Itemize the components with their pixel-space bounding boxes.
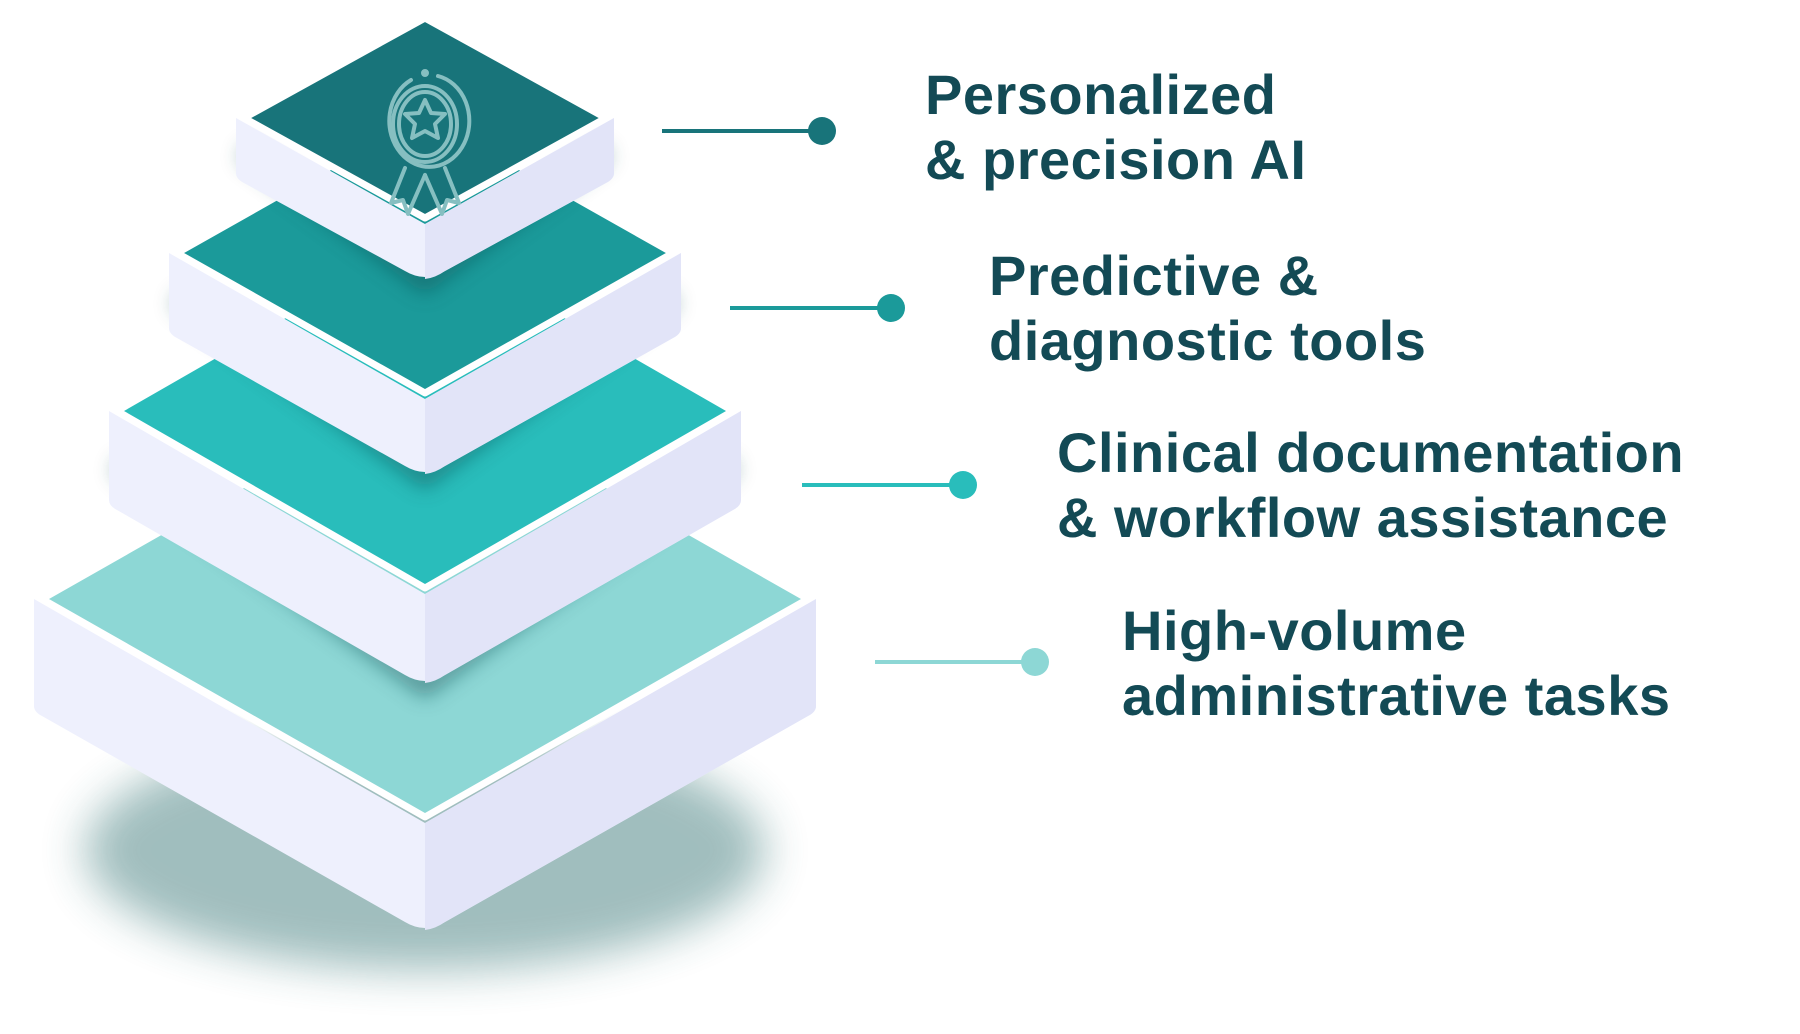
level-label-predictive: Predictive & diagnostic tools <box>989 243 1426 373</box>
label-line: Personalized <box>925 63 1277 126</box>
tier-side-right <box>425 411 741 683</box>
level-label-administrative: High-volume administrative tasks <box>1122 598 1670 728</box>
connector-dot <box>1021 648 1049 676</box>
label-line: & workflow assistance <box>1057 486 1669 549</box>
label-line: & precision AI <box>925 128 1307 191</box>
tier-top-face <box>240 14 610 222</box>
level-label-clinical: Clinical documentation & workflow assist… <box>1057 420 1684 550</box>
tier-side-right <box>425 599 816 930</box>
tier-side-right <box>425 118 614 279</box>
label-line: High-volume <box>1122 599 1467 662</box>
label-line: Clinical documentation <box>1057 421 1685 484</box>
award-ribbon-icon <box>387 69 472 216</box>
label-line: diagnostic tools <box>989 309 1427 372</box>
connector-dot <box>808 117 836 145</box>
connector-dot <box>877 294 905 322</box>
pyramid-tier-1 <box>236 14 614 295</box>
tier-side-right <box>425 253 681 474</box>
level-label-personalized: Personalized & precision AI <box>925 62 1306 192</box>
label-line: administrative tasks <box>1122 664 1671 727</box>
connector-dot <box>949 471 977 499</box>
label-line: Predictive & <box>989 244 1319 307</box>
